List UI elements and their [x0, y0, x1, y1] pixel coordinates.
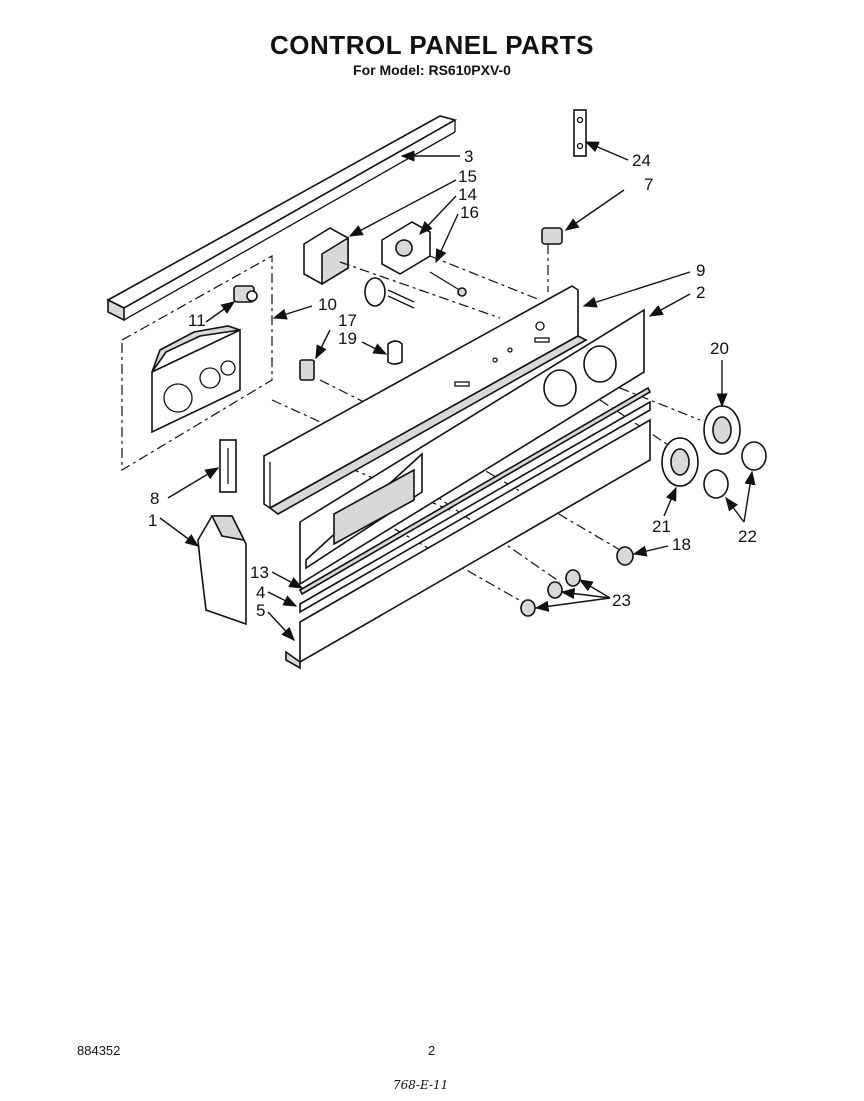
part-14-switch: [381, 221, 431, 275]
ring-and-rod: [364, 277, 415, 309]
part-21-bezel: [661, 437, 699, 487]
part-1-end-cap: [197, 515, 247, 626]
callout-10: 10: [318, 295, 337, 314]
part-3-top-trim: [106, 115, 458, 322]
part-7-clip: [541, 227, 563, 245]
callout-2: 2: [696, 283, 705, 302]
part-18-nut: [616, 546, 634, 566]
part-15-box: [303, 227, 349, 286]
part-20-bezel: [703, 405, 741, 455]
callout-17: 17: [338, 311, 357, 330]
callout-7: 7: [644, 175, 653, 194]
callout-19: 19: [338, 329, 357, 348]
callout-24: 24: [632, 151, 651, 170]
callout-14: 14: [458, 185, 477, 204]
model-subtitle: For Model: RS610PXV-0: [353, 62, 511, 78]
callout-3: 3: [464, 147, 473, 166]
callout-5: 5: [256, 601, 265, 620]
part-2-front-panel: [299, 308, 645, 586]
callout-11: 11: [188, 311, 206, 330]
callout-15: 15: [458, 167, 477, 186]
part-17-clip: [299, 359, 315, 381]
part-23-nuts: [520, 569, 581, 617]
clock-timer-module: [151, 325, 241, 434]
part-10-group-box: [121, 254, 273, 472]
callout-8: 8: [150, 489, 159, 508]
page-number: 2: [428, 1043, 436, 1058]
callout-4: 4: [256, 583, 265, 602]
part-9-control-panel: [263, 285, 588, 515]
callout-16: 16: [460, 203, 479, 222]
part-4-trim: [299, 400, 651, 614]
callout-23: 23: [612, 591, 631, 610]
leader-arrows: [159, 141, 756, 642]
part-8-bracket: [219, 439, 237, 493]
callout-13: 13: [250, 563, 269, 582]
part-5-bottom-panel: [285, 418, 651, 670]
page-title: CONTROL PANEL PARTS: [270, 30, 594, 60]
handwritten-note: 768-E-11: [393, 1078, 449, 1092]
callout-18: 18: [672, 535, 691, 554]
part-22-knobs: [703, 441, 767, 499]
callout-22: 22: [738, 527, 757, 546]
callout-1: 1: [148, 511, 157, 530]
part-19-clip: [387, 340, 403, 365]
callout-9: 9: [696, 261, 705, 280]
part-13-trim: [298, 386, 652, 596]
part-16-pin: [429, 271, 467, 297]
document-number: 884352: [77, 1043, 121, 1058]
part-11-clip: [233, 285, 258, 303]
callout-20: 20: [710, 339, 729, 358]
part-24-bracket: [573, 109, 587, 157]
callout-21: 21: [652, 517, 671, 536]
